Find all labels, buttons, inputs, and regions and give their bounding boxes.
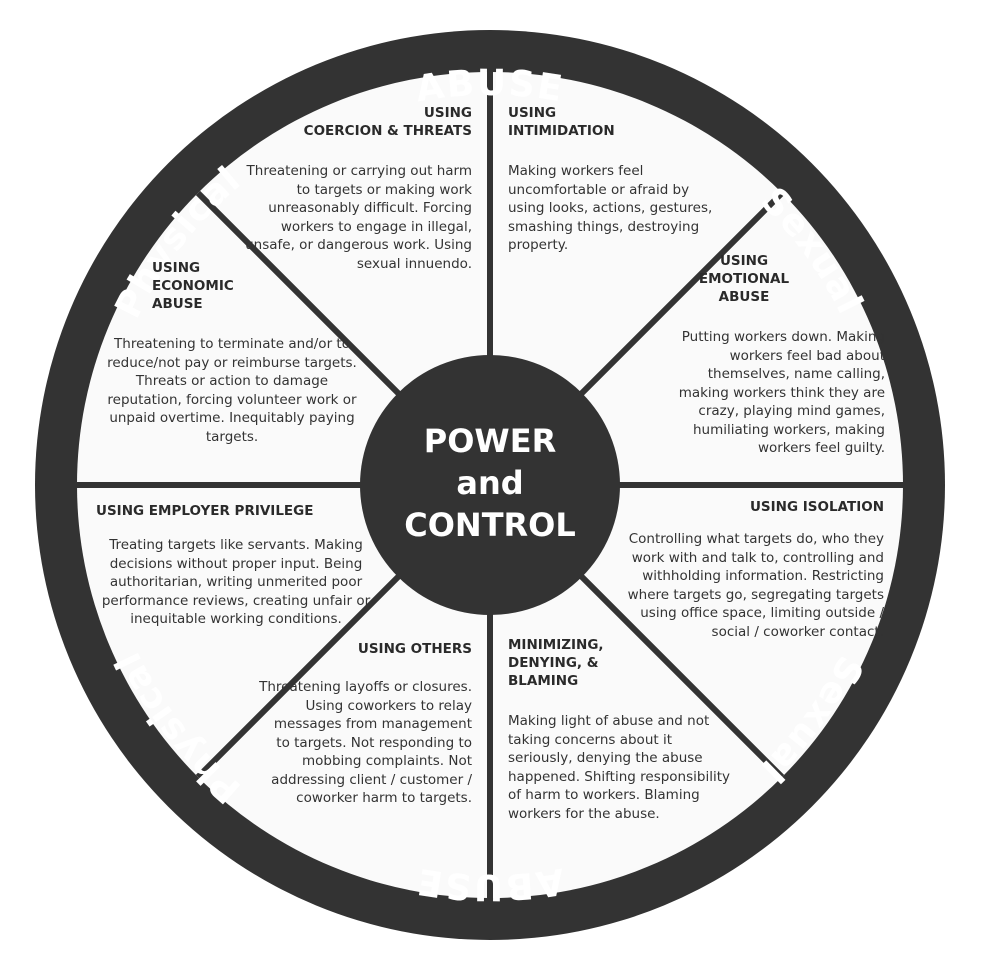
section-coercion-title: USING COERCION & THREATS	[303, 105, 472, 139]
section-minimizing: MINIMIZING, DENYING, & BLAMING Making li…	[508, 636, 730, 823]
section-isolation-text: Controlling what targets do, who they wo…	[627, 531, 884, 640]
section-privilege: USING EMPLOYER PRIVILEGE Treating target…	[96, 502, 376, 629]
hub-circle	[360, 355, 620, 615]
section-emotional-title: USING EMOTIONAL ABUSE	[698, 253, 790, 305]
section-minimizing-text: Making light of abuse and not taking con…	[508, 713, 731, 822]
hub-line-and: and	[456, 464, 523, 502]
hub-line-control: CONTROL	[404, 506, 576, 544]
section-others-text: Threatening layoffs or closures. Using c…	[259, 679, 472, 806]
section-isolation: USING ISOLATION Controlling what targets…	[612, 498, 884, 641]
section-others-title: USING OTHERS	[357, 641, 472, 657]
section-intimidation-text: Making workers feel uncomfortable or afr…	[508, 163, 713, 253]
section-others: USING OTHERS Threatening layoffs or clos…	[258, 640, 472, 808]
section-isolation-title: USING ISOLATION	[749, 499, 884, 515]
section-emotional: USING EMOTIONAL ABUSE Putting workers do…	[655, 252, 885, 458]
section-economic: USING ECONOMIC ABUSE Threatening to term…	[98, 259, 366, 446]
section-intimidation: USING INTIMIDATION Making workers feel u…	[508, 104, 723, 255]
section-emotional-text: Putting workers down. Making workers fee…	[678, 329, 885, 456]
hub-line-power: POWER	[424, 422, 556, 460]
section-coercion-text: Threatening or carrying out harm to targ…	[245, 163, 472, 272]
rim-label-bottom: ABUSE	[413, 860, 567, 907]
section-coercion: USING COERCION & THREATS Threatening or …	[242, 104, 472, 273]
section-intimidation-title: USING INTIMIDATION	[508, 105, 615, 139]
section-economic-title: USING ECONOMIC ABUSE	[152, 260, 234, 312]
section-privilege-text: Treating targets like servants. Making d…	[101, 537, 371, 627]
section-minimizing-title: MINIMIZING, DENYING, & BLAMING	[508, 637, 604, 689]
section-economic-text: Threatening to terminate and/or to reduc…	[107, 336, 357, 445]
section-privilege-title: USING EMPLOYER PRIVILEGE	[96, 503, 314, 519]
